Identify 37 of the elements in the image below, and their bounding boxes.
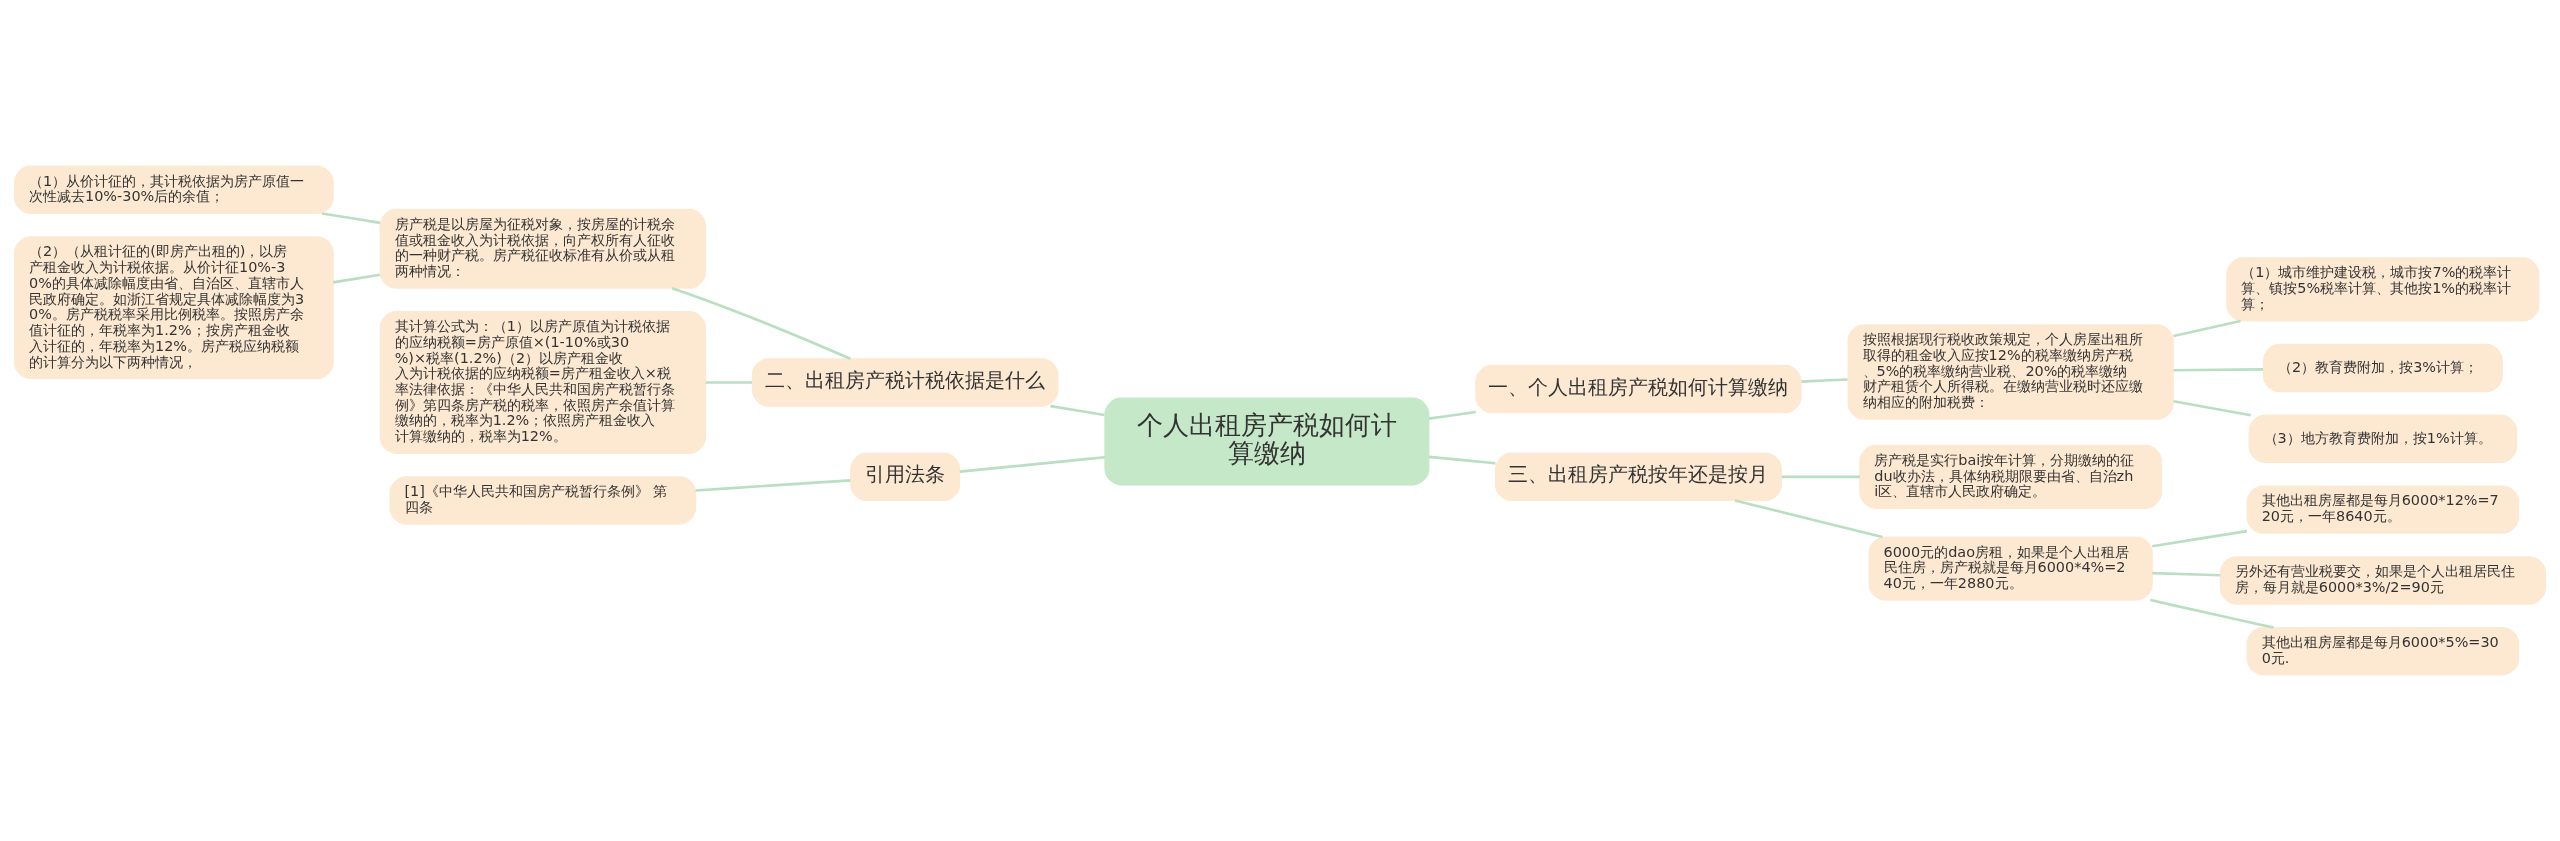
node-box: （1）城市维护建设税，城市按7%的税率计算、镇按5%税率计算、其他按1%的税率计算；	[2226, 257, 2540, 322]
connector	[1050, 404, 1105, 417]
node-box: 其他出租房屋都是每月6000*12%=720元，一年8640元。	[2246, 485, 2520, 534]
node-box: 另外还有营业税要交，如果是个人出租居民住房，每月就是6000*3%/2=90元	[2219, 556, 2547, 605]
node-box: 引用法条	[850, 452, 961, 502]
connector	[1428, 455, 1496, 465]
connector	[671, 287, 851, 360]
node-box: 按照根据现行税收政策规定，个人房屋出租所取得的租金收入应按12%的税率缴纳房产税、5%的税率缴纳营业税、20%的税率缴纳财产租赁个人所得税。在缴纳营业税时还应缴纳相应的附加税费：	[1847, 324, 2174, 420]
node-box: （2）（从租计征的(即房产出租的)，以房产租金收入为计税依据。从价计征10%-30%的具体减除幅度由省、自治区、直辖市人民政府确定。如浙江省规定具体减除幅度为30%。房产税税率采用比例税率。按照房产余值计征的，年税率为1.2%；按房产租金收入计征的，年税率为12%。房产税应纳税额的计算分为以下两种情况，	[13, 236, 334, 380]
connector	[2152, 571, 2221, 577]
node-box: 其他出租房屋都是每月6000*5%=300元.	[2246, 626, 2520, 676]
connector	[1781, 475, 1860, 479]
node-box: 三、出租房产税按年还是按月	[1494, 452, 1782, 502]
connector	[1428, 410, 1476, 420]
node-box: （3）地方教育费附加，按1%计算。	[2248, 414, 2518, 464]
connector	[2173, 368, 2264, 372]
connector	[705, 381, 753, 384]
node-box: 房产税是以房屋为征税对象，按房屋的计税余值或租金收入为计税依据，向产权所有人征收的一种财产税。房产税征收标准有从价或从租两种情况：	[379, 208, 706, 289]
connector	[2173, 399, 2252, 417]
node-box: 一、个人出租房产税如何计算缴纳	[1475, 364, 1802, 414]
node-box: （2）教育费附加，按3%计算；	[2262, 343, 2503, 393]
connector	[695, 479, 851, 492]
connector	[1734, 499, 1883, 539]
node-box: 其计算公式为：（1）以房产原值为计税依据的应纳税额=房产原值×(1-10%或30%)×税率(1.2%)（2）以房产租金收入为计税依据的应纳税额=房产租金收入×税率法律依据：《中华人民共和国房产税暂行条例》第四条房产税的税率，依照房产余值计算缴纳的，税率为1.2%；依照房产租金收入计算缴纳的，税率为12%。	[379, 311, 706, 454]
connector	[2150, 598, 2274, 629]
node-box: 个人出租房产税如何计算缴纳	[1104, 397, 1430, 486]
node-box: 二、出租房产税计税依据是什么	[751, 358, 1059, 407]
connector	[2173, 319, 2241, 338]
node-box: 房产税是实行bai按年计算，分期缴纳的征du收办法，具体纳税期限要由省、自治zhi区、直辖市人民政府确定。	[1859, 444, 2163, 509]
connector	[959, 456, 1106, 473]
node-box: 6000元的dao房租，如果是个人出租居民住房，房产税就是每月6000*4%=240元，一年2880元。	[1868, 536, 2153, 601]
connector	[321, 212, 381, 225]
node-box: （1）从价计征的，其计税依据为房产原值一次性减去10%-30%后的余值；	[13, 165, 334, 215]
connector	[1801, 378, 1848, 383]
connector	[332, 273, 381, 284]
node-box: [1]《中华人民共和国房产税暂行条例》 第四条	[389, 476, 697, 525]
connector	[2152, 529, 2248, 548]
